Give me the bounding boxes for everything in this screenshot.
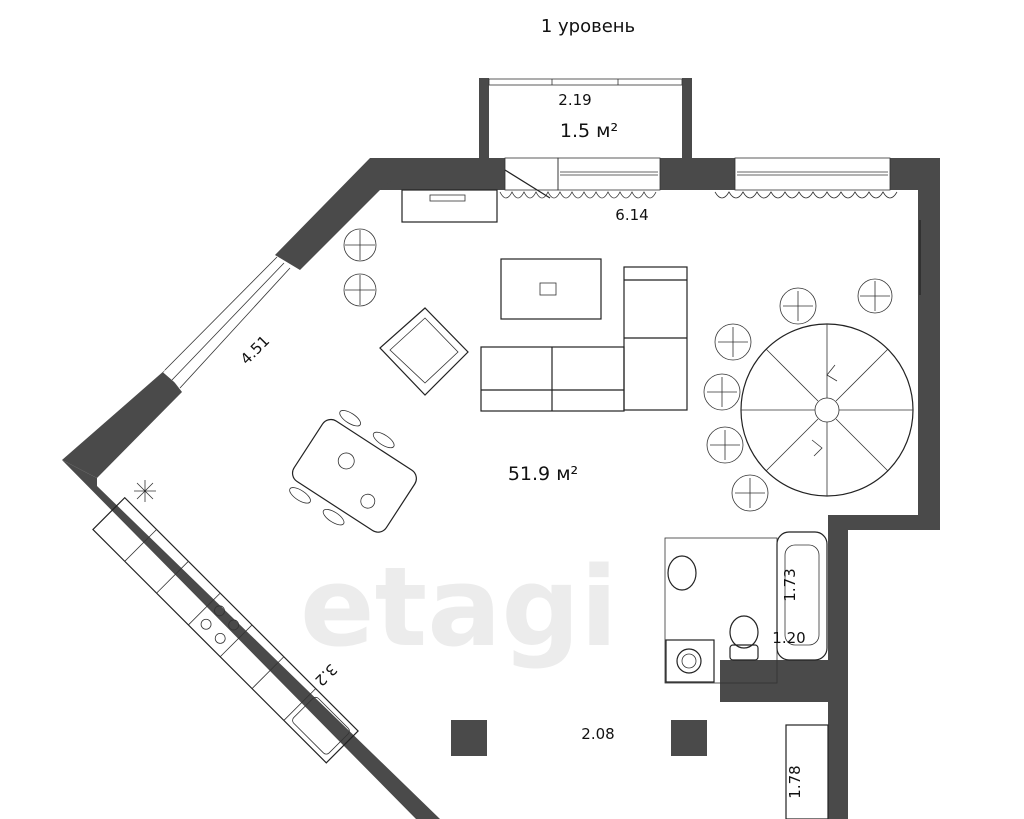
dim-bathroom-width: 1.20 (772, 629, 805, 647)
dim-top-wall: 6.14 (615, 206, 648, 224)
armchair (379, 307, 469, 396)
freezer-icon (134, 480, 156, 502)
kitchen-counter (92, 496, 359, 764)
balcony (479, 78, 692, 160)
spiral-staircase (740, 323, 914, 497)
walls (62, 158, 940, 819)
watermark: etagi (300, 543, 618, 671)
tv-stand (401, 189, 498, 223)
dining-table (289, 410, 417, 533)
balcony-door[interactable] (504, 157, 559, 199)
dim-balcony-width: 2.19 (558, 91, 591, 109)
furniture (92, 189, 914, 819)
balcony-area: 1.5 м² (560, 120, 618, 142)
bathroom-fixtures (664, 531, 828, 684)
dim-lower-right: 1.78 (786, 765, 804, 798)
coffee-table (500, 258, 602, 320)
windows (163, 157, 921, 390)
dim-pillars-span: 2.08 (581, 725, 614, 743)
dim-diagonal-window-wall: 4.51 (237, 332, 273, 368)
pillar (671, 720, 707, 756)
pillar (451, 720, 487, 756)
main-area: 51.9 м² (508, 463, 578, 485)
dim-bath-length: 1.73 (781, 568, 799, 601)
lower-right-closet (785, 724, 829, 819)
sofa (480, 266, 688, 412)
level-title: 1 уровень (541, 16, 635, 37)
plants (343, 228, 893, 512)
